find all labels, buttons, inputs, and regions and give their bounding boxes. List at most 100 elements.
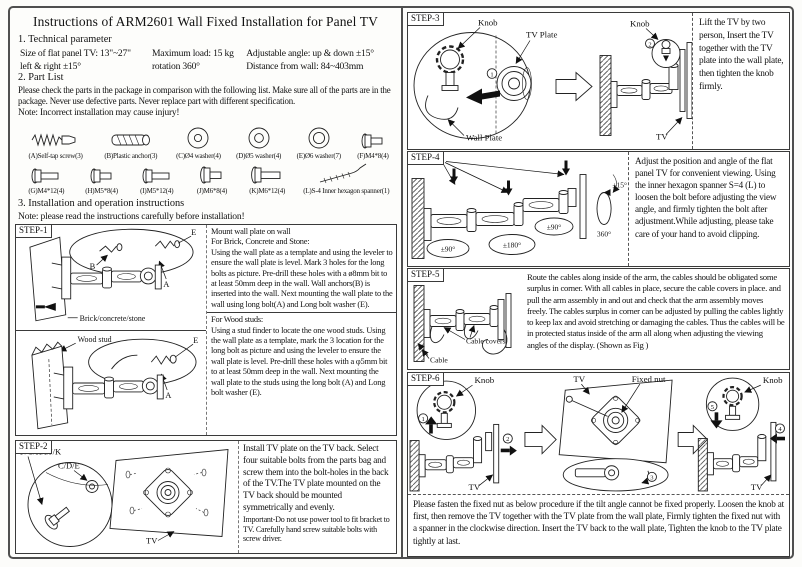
part-bolt-m4x12: (G)M4*12(4) xyxy=(18,166,75,195)
step1-text-wood: For Wood studs: Using a stud finder to l… xyxy=(207,313,396,400)
step5-diagram: Cable covers Cable xyxy=(408,269,522,369)
step1-text-body: Using the wall plate as a template and u… xyxy=(211,247,393,309)
plastic-anchor-icon xyxy=(108,129,154,151)
label-15: ±15° xyxy=(612,181,627,190)
step1-tag: STEP-1 xyxy=(15,224,52,238)
part-bolt-m4x8: (F)M4*8(4) xyxy=(349,131,397,160)
step1-text2-body: Using a stud finder to locate the one wo… xyxy=(211,325,388,398)
step4-text: Adjust the position and angle of the fla… xyxy=(628,152,789,266)
step1-box: STEP-1 B E A xyxy=(15,224,397,436)
right-column: STEP-3 1 Knob TV Plate xyxy=(403,8,792,557)
parts-warning: Note: Incorrect installation may cause i… xyxy=(18,108,180,118)
circled-1: 1 xyxy=(490,71,493,78)
washer-icon xyxy=(246,125,272,151)
washer-icon xyxy=(306,125,332,151)
step1-text-subtitle: For Brick, Concrete and Stone: xyxy=(211,237,310,247)
page-frame: Instructions of ARM2601 Wall Fixed Insta… xyxy=(8,6,794,559)
bolt-icon xyxy=(359,131,387,151)
label-tv-2: TV xyxy=(751,482,763,492)
step2-text: Install TV plate on the TV back. Select … xyxy=(238,441,396,553)
step4-tag: STEP-4 xyxy=(407,151,444,165)
tech-size-line2: left & right ±15° xyxy=(20,60,81,72)
circled-5: 5 xyxy=(711,404,715,411)
part-bolt-m5x8: (H)M5*8(4) xyxy=(75,166,129,195)
parts-intro: Please check the parts in the package in… xyxy=(18,85,391,106)
label-e: E xyxy=(191,227,196,237)
brick-mount-diagram: B E A xyxy=(29,227,196,323)
circled-1: 1 xyxy=(421,416,424,423)
label-a2: A xyxy=(165,389,172,399)
label-tv-center: TV xyxy=(573,374,585,384)
washer-icon xyxy=(185,125,211,151)
step3-tag: STEP-3 xyxy=(407,12,444,26)
step2-important-note: Important-Do not use power tool to fit b… xyxy=(243,514,390,544)
label-cable: Cable xyxy=(430,356,448,365)
step1-text-title: Mount wall plate on wall xyxy=(211,227,291,236)
install-heading: 3. Installation and operation instructio… xyxy=(18,198,185,209)
label-knob: Knob xyxy=(478,18,498,28)
step1-text2-subtitle: For Wood studs: xyxy=(211,315,264,325)
parts-row-2: (G)M4*12(4) (H)M5*8(4) (I)M5*12(4) (J)M6… xyxy=(18,163,397,195)
label-90a: ±90° xyxy=(441,245,456,254)
step2-box: STEP-2 F/G/H/I/J/K C/D/E TV xyxy=(15,440,397,554)
fixed-nut-diagram: 1 Knob 2 TV xyxy=(409,374,785,492)
tech-parameters: Size of flat panel TV: 13"~27" left & ri… xyxy=(20,48,397,73)
left-column: Instructions of ARM2601 Wall Fixed Insta… xyxy=(10,8,401,557)
wood-mount-diagram: Wood stud E A xyxy=(31,335,198,429)
label-washer-options: C/D/E xyxy=(58,461,80,471)
label-tv: TV xyxy=(656,132,668,142)
step6-tag: STEP-6 xyxy=(407,372,444,386)
insert-tv-diagram: 1 Knob TV Plate Wall Plate xyxy=(413,18,692,143)
label-90b: ±90° xyxy=(547,223,562,232)
label-360: 360° xyxy=(597,230,611,239)
step2-text-body: Install TV plate on the TV back. Select … xyxy=(243,443,389,512)
label-fixed-nut: Fixed nut xyxy=(632,374,666,384)
circled-2: 2 xyxy=(506,436,509,443)
label-tv: TV xyxy=(146,536,158,546)
label-wall-plate: Wall Plate xyxy=(466,133,502,143)
parts-heading: 2. Part List xyxy=(18,72,64,83)
tech-angle-line1: Adjustable angle: up & down ±15° xyxy=(246,48,374,59)
label-brick: Brick/concrete/stone xyxy=(80,314,146,323)
label-knob-2: Knob xyxy=(630,19,650,29)
page-title: Instructions of ARM2601 Wall Fixed Insta… xyxy=(33,14,378,29)
tech-angle-line2: Distance from wall: 84~403mm xyxy=(246,60,364,72)
step6-text: Please fasten the fixed nut as below pro… xyxy=(408,494,789,556)
tech-load-line1: Maximum load: 15 kg xyxy=(151,48,234,59)
label-180: ±180° xyxy=(503,241,521,250)
step1-diagrams: B E A xyxy=(16,225,207,435)
step6-diagram: 1 Knob 2 TV xyxy=(408,373,789,494)
label-tv-1: TV xyxy=(468,482,480,492)
part-bolt-m6x8: (J)M6*8(4) xyxy=(185,164,239,195)
step4-diagram: L ± xyxy=(408,152,628,266)
bolt-icon xyxy=(29,166,63,186)
part-self-tap-screw: (A)Self-tap screw(3) xyxy=(18,129,93,160)
cable-routing-diagram: Cable covers Cable xyxy=(413,285,512,365)
step1-text-brick: Mount wall plate on wall For Brick, Conc… xyxy=(207,225,396,314)
step5-tag: STEP-5 xyxy=(407,268,444,282)
label-tv-plate: TV Plate xyxy=(526,30,557,40)
part-hex-spanner: (L)S-4 Inner hexagon spanner(1) xyxy=(296,162,397,195)
label-b: B xyxy=(90,261,96,271)
step1-diagram-brick: B E A xyxy=(16,225,206,331)
label-e2: E xyxy=(193,335,198,345)
step2-diagram: F/G/H/I/J/K C/D/E TV xyxy=(16,441,238,553)
part-bolt-m6x12: (K)M6*12(4) xyxy=(239,164,296,195)
label-knob-2: Knob xyxy=(763,375,783,385)
step3-diagram: 1 Knob TV Plate Wall Plate xyxy=(408,13,692,149)
tv-plate-install-diagram: F/G/H/I/J/K C/D/E TV xyxy=(20,447,229,547)
label-a: A xyxy=(163,279,170,289)
hex-spanner-icon xyxy=(316,162,376,186)
bolt-icon xyxy=(88,166,116,186)
part-washer-5: (D)Ø5 washer(4) xyxy=(229,125,289,160)
step6-box: STEP-6 1 Knob xyxy=(407,372,790,557)
label-knob-1: Knob xyxy=(475,375,495,385)
circled-4: 4 xyxy=(778,426,782,433)
step2-tag: STEP-2 xyxy=(15,440,52,454)
bolt-icon xyxy=(140,166,174,186)
part-bolt-m5x12: (I)M5*12(4) xyxy=(128,166,185,195)
step5-text: Route the cables along inside of the arm… xyxy=(527,272,785,350)
part-washer-6: (E)Ø6 washer(7) xyxy=(289,125,349,160)
part-plastic-anchor: (B)Plastic anchor(3) xyxy=(93,129,168,160)
